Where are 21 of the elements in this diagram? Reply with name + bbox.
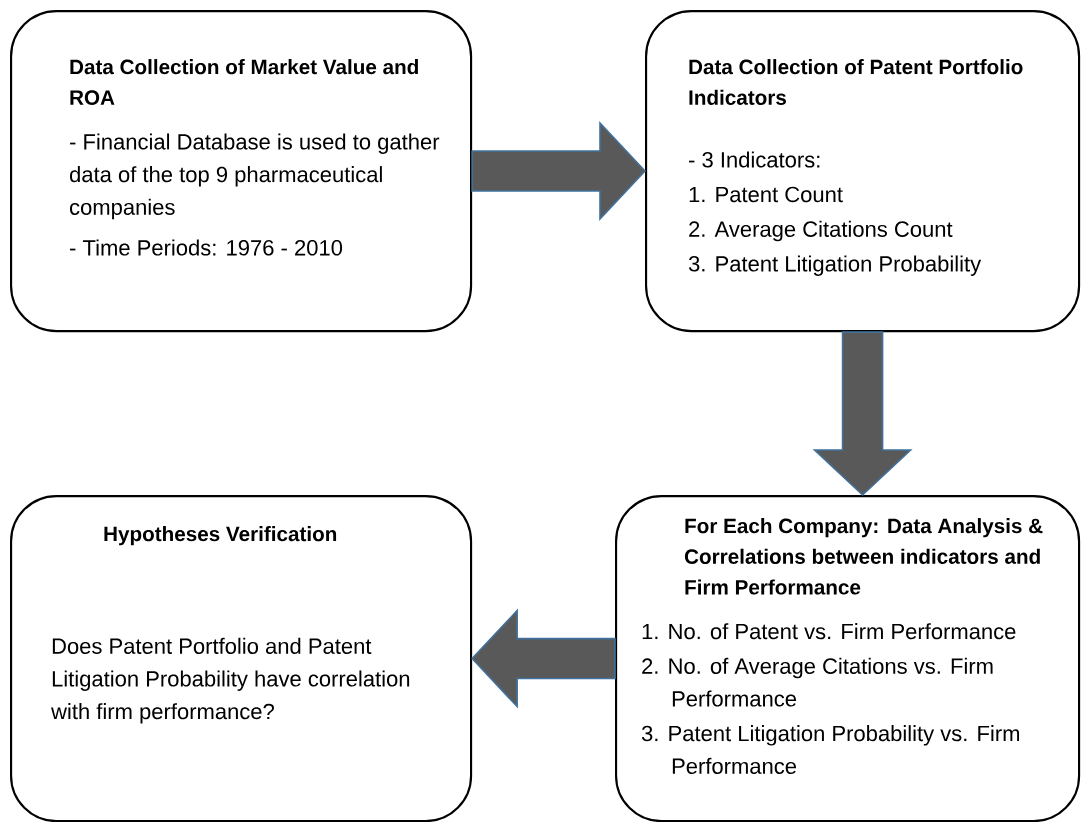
body-text: 2. Average Citations Count — [689, 220, 953, 242]
body-text: - Financial Database is used to gather data of the top 9 pharmaceutical companies — [70, 133, 440, 220]
body-text: 1. Patent Count — [689, 186, 843, 203]
body-text: - Time Periods: 1976 - 2010 — [70, 239, 343, 256]
rounded-box — [10, 495, 473, 822]
body-text: 2. No. of Average Citations vs. Firm Performance — [642, 657, 993, 707]
block-arrow — [471, 608, 616, 709]
heading: Data Collection of Patent Portfolio Indicators — [689, 59, 1023, 105]
heading: For Each Company: Data Analysis & Correlations between indicators and Firm Performance — [684, 518, 1043, 595]
rounded-box — [615, 495, 1081, 822]
body-text: 3. Patent Litigation Probability — [688, 255, 982, 276]
heading: Hypotheses Verification — [104, 526, 337, 546]
block-arrow — [812, 331, 913, 497]
heading: Data Collection of Market Value and ROA — [70, 59, 418, 105]
body-text: 1. No. of Patent vs. Firm Performance — [642, 623, 1016, 640]
rounded-box — [645, 10, 1081, 333]
rounded-box — [10, 10, 473, 333]
body-text: 3. Patent Litigation Probability vs. Firm Performance — [641, 725, 1020, 774]
block-arrow — [471, 121, 647, 222]
body-text: Does Patent Portfolio and Patent Litigation Probability have correlation with firm performance? — [51, 637, 410, 724]
body-text: - 3 Indicators: — [689, 151, 820, 168]
